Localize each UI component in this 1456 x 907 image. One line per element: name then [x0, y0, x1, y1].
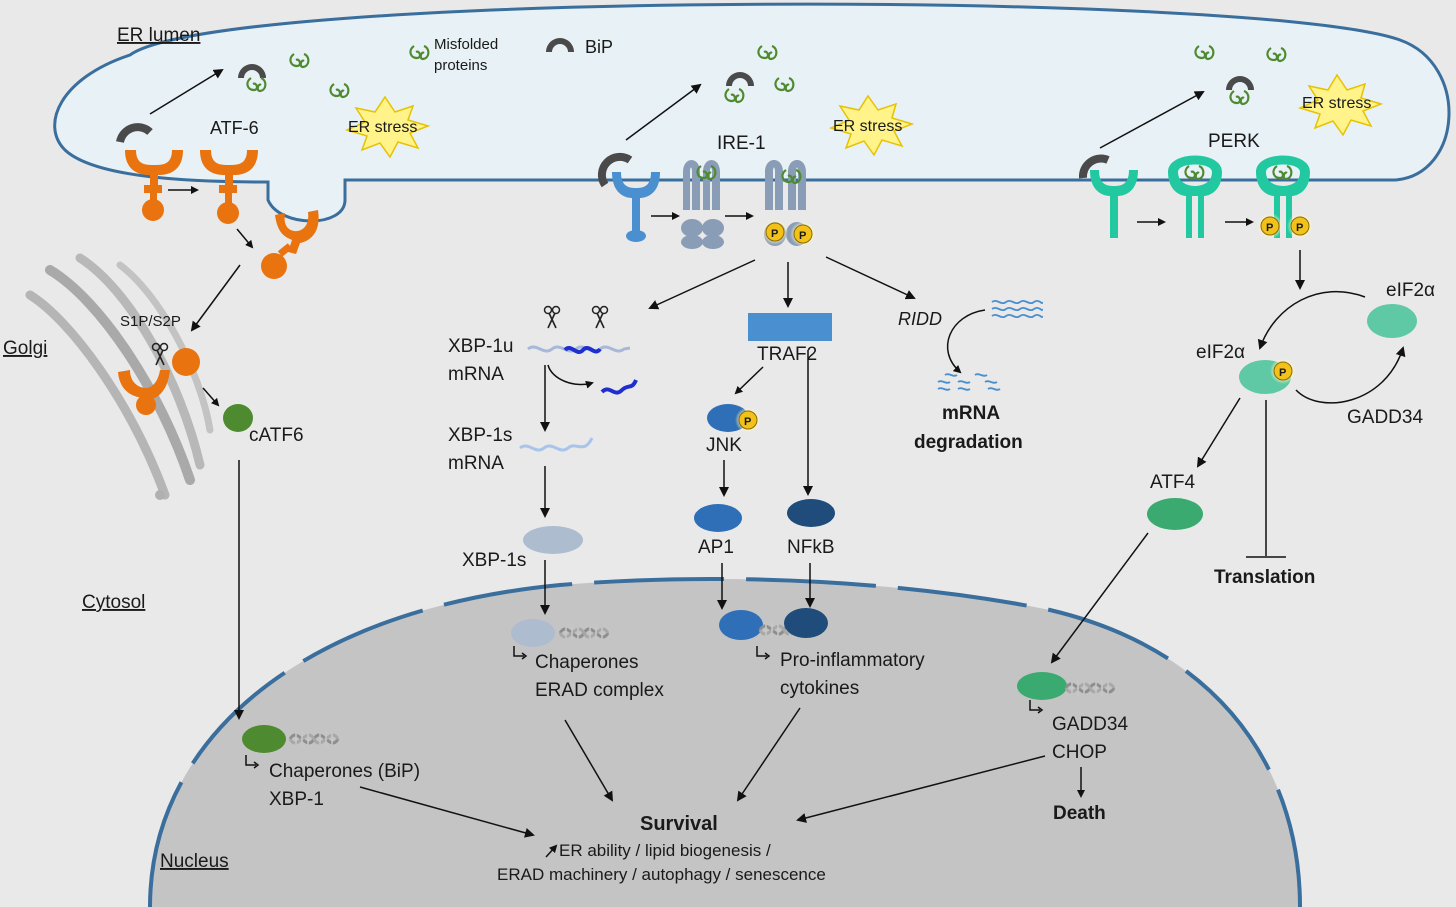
atf6-receptor-free	[200, 150, 258, 224]
ridd-label: RIDD	[898, 309, 942, 329]
atf6-receptor-bound	[125, 150, 183, 221]
golgi-apparatus	[25, 253, 214, 500]
gadd34-cycle-label: GADD34	[1347, 407, 1423, 428]
traf2-label: TRAF2	[757, 344, 817, 365]
nfkb-label: NFkB	[787, 537, 835, 558]
xbp1s-protein	[523, 526, 583, 554]
atf6-sensor-label: ATF-6	[210, 118, 259, 138]
splicing-scissors-icon	[543, 305, 561, 329]
ap1-label: AP1	[698, 537, 734, 558]
xbp1s-protein-label: XBP-1s	[462, 550, 526, 571]
er-stress-burst	[344, 95, 431, 159]
perk-sensor-label: PERK	[1208, 131, 1260, 152]
atf4-label: ATF4	[1150, 472, 1195, 493]
nfkb-protein	[787, 499, 835, 527]
eif2a-protein	[1367, 304, 1417, 338]
atf6-target-line1: Chaperones (BiP)	[269, 761, 420, 782]
er-stress-label-ire1: ER stress	[833, 118, 902, 135]
nfkb-dna-bound	[784, 608, 828, 638]
atf6-target-line2: XBP-1	[269, 789, 324, 810]
eif2a-phospho-label: eIF2α	[1196, 342, 1245, 363]
catf6-label: cATF6	[249, 425, 304, 446]
eif2a-label: eIF2α	[1386, 280, 1435, 301]
ire1-sensor-label: IRE-1	[717, 133, 766, 154]
xbp1-target-line1: Chaperones	[535, 652, 639, 673]
er-stress-label-perk: ER stress	[1302, 95, 1371, 112]
catf6-protein	[223, 404, 253, 432]
xbp1s-mrna-label-line2: mRNA	[448, 453, 504, 474]
ire1-monomer	[612, 172, 660, 242]
perk-dimer-inactive	[1168, 155, 1222, 238]
jnk-label: JNK	[706, 435, 742, 456]
mrna-intact-icon	[991, 299, 1044, 319]
nucleus-body	[150, 578, 1300, 907]
atf4-dna-bound	[1017, 672, 1067, 700]
xbp1u-label-line1: XBP-1u	[448, 336, 513, 357]
phospho-label: P	[771, 228, 778, 240]
perk-target-line2: CHOP	[1052, 742, 1107, 763]
xbp1s-mrna-label-line1: XBP-1s	[448, 425, 512, 446]
survival-line2: ERAD machinery / autophagy / senescence	[497, 865, 826, 884]
perk-monomer	[1090, 170, 1138, 238]
xbp1s-mrna	[519, 437, 594, 452]
legend-bip: BiP	[585, 37, 613, 57]
mrna-degradation-line1: mRNA	[942, 403, 1000, 424]
xbp1u-intron	[563, 346, 602, 354]
perk-dimer-active	[1256, 155, 1310, 238]
xbp1u-label-line2: mRNA	[448, 364, 504, 385]
phospho-label: P	[1279, 367, 1286, 379]
atf6-golgi-cleavage	[118, 348, 200, 415]
er-lumen-membrane	[53, 2, 1451, 223]
er-stress-label-atf6: ER stress	[348, 119, 417, 136]
xbp1-target-line2: ERAD complex	[535, 680, 664, 701]
survival-line1: ER ability / lipid biogenesis /	[559, 841, 771, 860]
mrna-degradation-line2: degradation	[914, 432, 1023, 453]
xbp1s-dna-bound	[511, 619, 555, 647]
atf6-bip-complex	[116, 123, 153, 144]
phospho-label: P	[1266, 222, 1273, 234]
ap1-protein	[694, 504, 742, 532]
nucleus-label: Nucleus	[160, 851, 229, 872]
er-stress-burst	[828, 94, 915, 157]
atf4-protein	[1147, 498, 1203, 530]
catf6-dna-bound	[242, 725, 286, 753]
splicing-scissors-icon	[591, 305, 609, 329]
translation-label: Translation	[1214, 567, 1315, 588]
atf6-vesicle-receptor	[261, 210, 319, 279]
traf2-box	[748, 313, 832, 341]
phospho-label: P	[744, 416, 751, 428]
death-label: Death	[1053, 803, 1106, 824]
phospho-label: P	[1296, 222, 1303, 234]
ire1-bip-complex	[597, 152, 633, 188]
perk-bip-complex	[1078, 154, 1110, 179]
legend-misfolded-line2: proteins	[434, 57, 487, 74]
legend-misfolded-line1: Misfolded	[434, 36, 498, 53]
mrna-fragments-icon	[937, 373, 1001, 391]
survival-title: Survival	[640, 813, 718, 835]
excised-intron	[600, 379, 638, 395]
s1p-s2p-label: S1P/S2P	[120, 313, 181, 330]
er-stress-burst	[1297, 73, 1384, 137]
cytosol-label: Cytosol	[82, 592, 145, 613]
perk-target-line1: GADD34	[1052, 714, 1128, 735]
er-lumen-label: ER lumen	[117, 25, 200, 46]
phospho-label: P	[799, 230, 806, 242]
inflam-target-line2: cytokines	[780, 678, 859, 699]
inflam-target-line1: Pro-inflammatory	[780, 650, 925, 671]
golgi-label: Golgi	[3, 338, 47, 359]
ap1-dna-bound	[719, 610, 763, 640]
